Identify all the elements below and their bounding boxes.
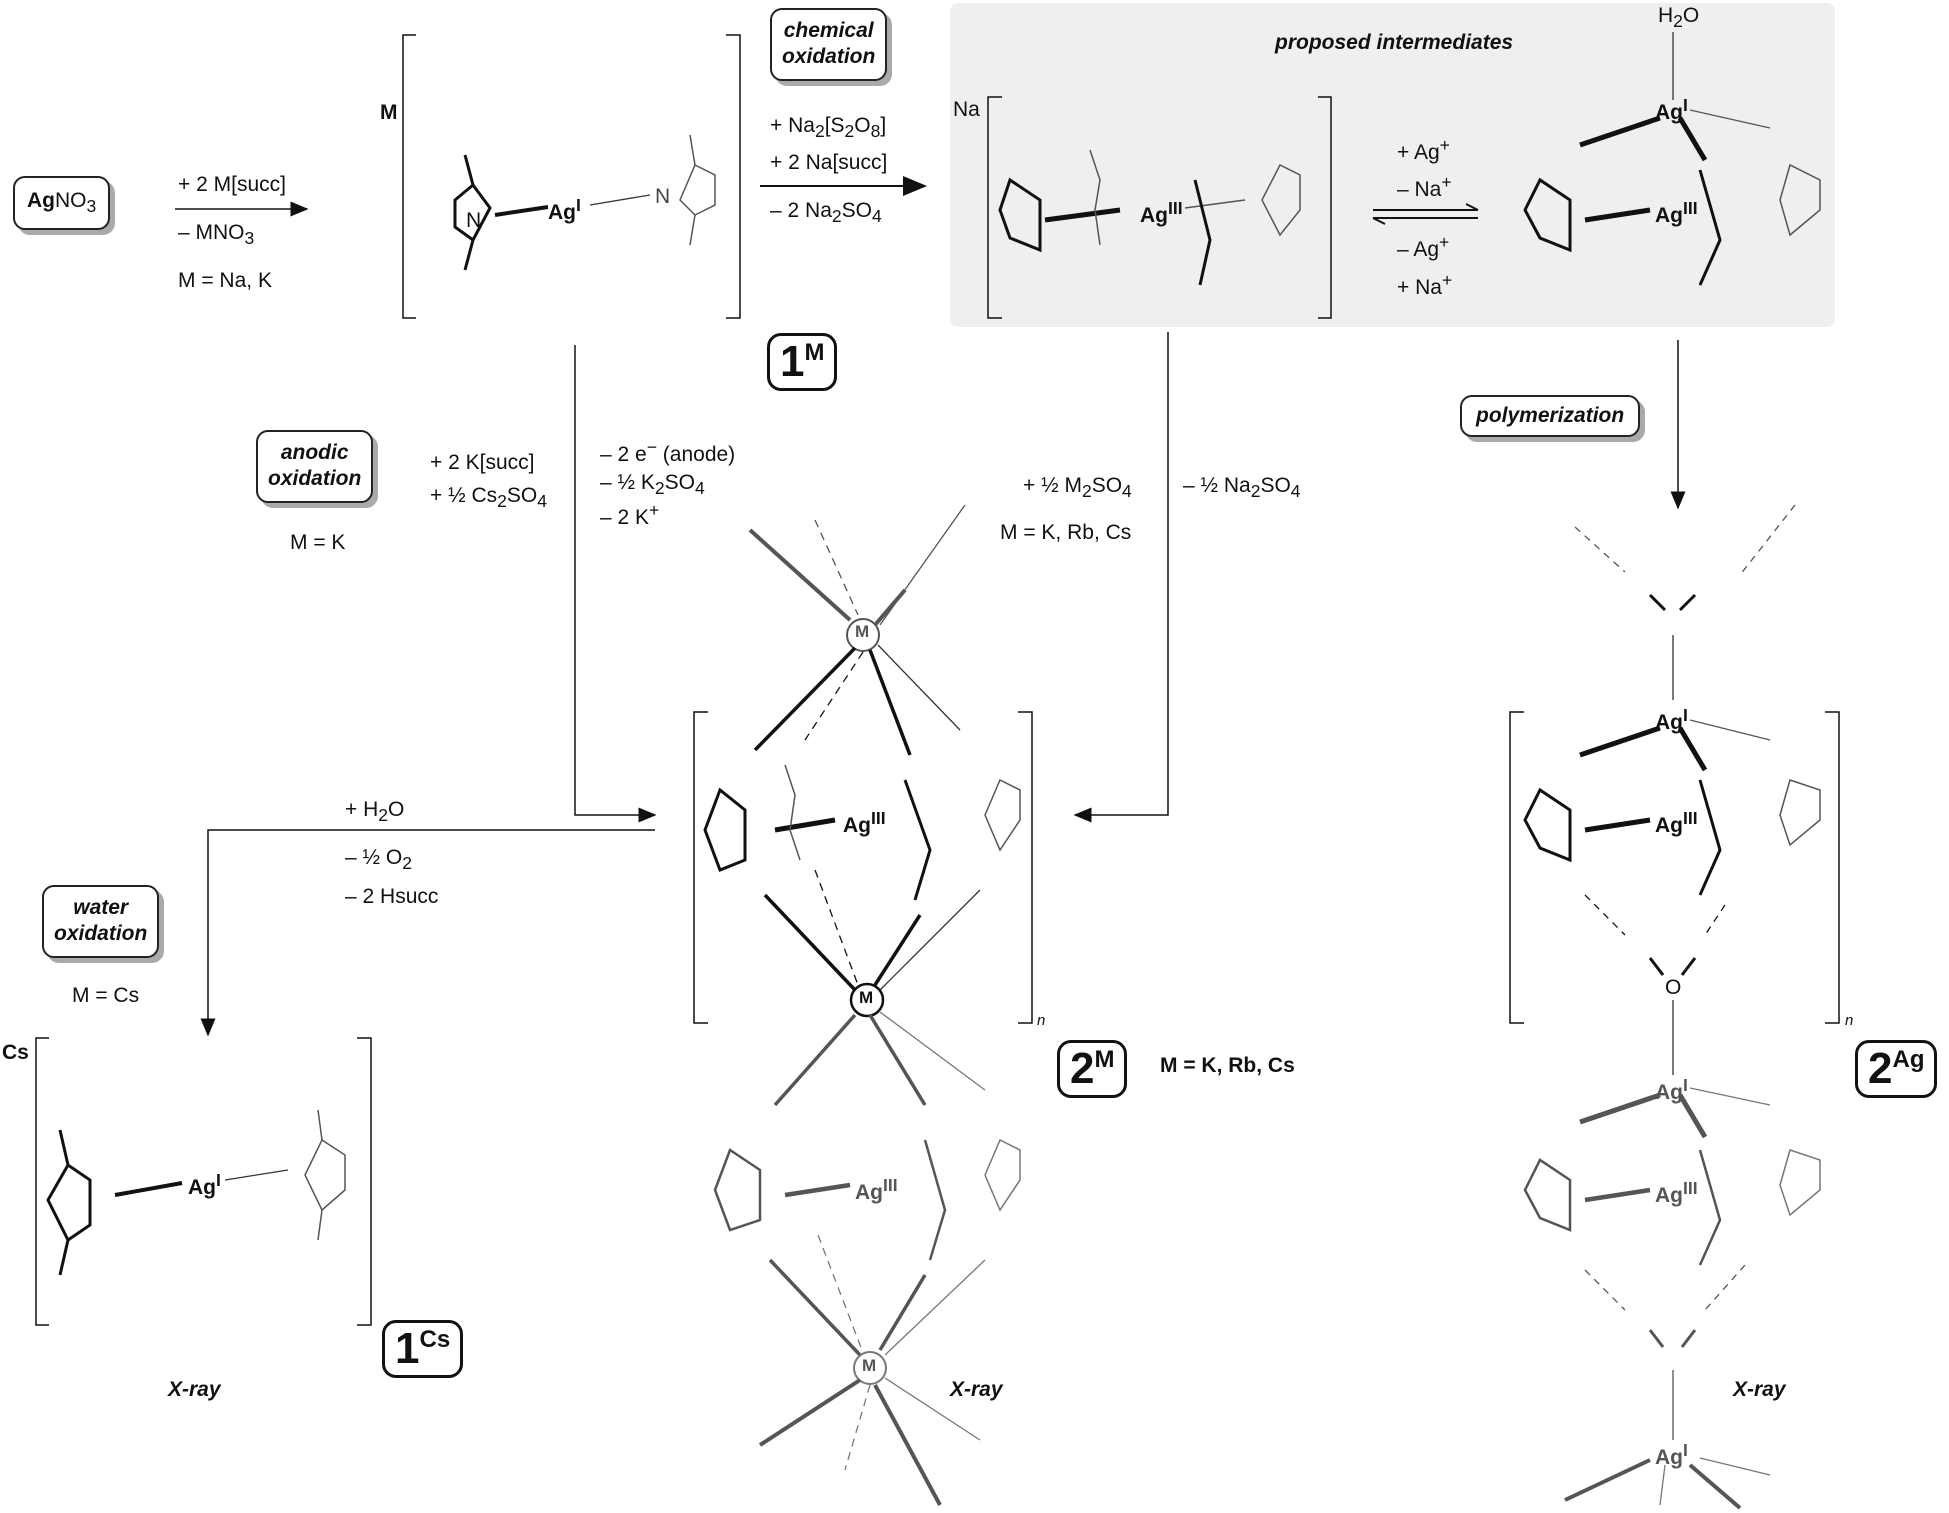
atom-agIII-2M: AgIII (843, 808, 886, 837)
compound-label-2M: 2M (1057, 1040, 1128, 1099)
structure-1M (402, 34, 741, 319)
structure-1Cs (35, 1037, 372, 1326)
metathesis-reagent: + ½ M2SO4 (1023, 474, 1132, 502)
arrow-anodic-oxidation (574, 345, 657, 823)
atom-m-bottom: M (862, 1356, 877, 1375)
atom-m-middle: M (859, 988, 874, 1007)
atom-n-1M-left: N (466, 209, 482, 232)
atom-n-1M-right: N (655, 185, 671, 208)
atom-agI-1Cs: AgI (188, 1170, 221, 1199)
xray-label-2M: X-ray (950, 1378, 1003, 1401)
atom-o-water-2Ag: O (1665, 976, 1682, 999)
atom-agI-2Ag: AgI (1655, 705, 1688, 734)
structure-2Ag (1509, 504, 1840, 1510)
chemical-reagent-2: + 2 Na[succ] (770, 151, 888, 174)
atom-agI-intermediate: AgI (1655, 95, 1688, 124)
equilibrium-remove-na: – Na+ (1397, 172, 1452, 201)
step1-byproduct: – MNO3 (178, 221, 255, 249)
structure-2M (693, 504, 1033, 1506)
step1-condition: M = Na, K (178, 269, 272, 292)
atom-agIII-2Ag: AgIII (1655, 808, 1698, 837)
equilibrium-add-na: + Na+ (1397, 270, 1453, 299)
counterion-intermediate: Na (953, 98, 980, 121)
atom-agI-2Ag-lower: AgI (1655, 1075, 1688, 1104)
water-reagent: + H2O (345, 798, 405, 826)
proposed-intermediates-panel (950, 3, 1835, 327)
water-condition: M = Cs (72, 984, 140, 1007)
chemical-reagent-1: + Na2[S2O8] (770, 114, 887, 142)
anodic-loss-2: – ½ K2SO4 (600, 471, 705, 499)
proposed-intermediates-title: proposed intermediates (1275, 31, 1514, 54)
compound-label-1M: 1M (767, 333, 838, 392)
atom-agIII-intermediate-2: AgIII (1655, 198, 1698, 227)
counterion-1M: M (380, 101, 398, 124)
compound-label-1Cs: 1Cs (382, 1320, 464, 1379)
arrow-water-oxidation (200, 829, 655, 1037)
polymer-index-2Ag: n (1845, 1012, 1854, 1029)
step1-reagent: + 2 M[succ] (178, 173, 286, 196)
start-material-box: AgNO3 (13, 176, 111, 231)
structure-intermediate-na (987, 96, 1332, 319)
atom-agI-2Ag-bottom: AgI (1655, 1440, 1688, 1469)
anodic-condition: M = K (290, 531, 346, 554)
compound-2M-note: M = K, Rb, Cs (1160, 1054, 1295, 1077)
xray-label-1Cs: X-ray (168, 1378, 221, 1401)
water-ligand-top: H2O (1658, 4, 1700, 32)
water-loss-2: – 2 Hsucc (345, 885, 439, 908)
polymer-index-2M: n (1037, 1012, 1046, 1029)
atom-agIII-2Ag-lower: AgIII (1655, 1178, 1698, 1207)
atom-m-top: M (855, 622, 870, 641)
chemical-byproduct: – 2 Na2SO4 (770, 199, 882, 227)
metathesis-condition: M = K, Rb, Cs (1000, 521, 1132, 544)
atom-agI-1M: AgI (548, 195, 581, 224)
equilibrium-add-ag: + Ag+ (1397, 135, 1450, 164)
compound-label-2Ag: 2Ag (1855, 1040, 1938, 1099)
xray-label-2Ag: X-ray (1733, 1378, 1786, 1401)
atom-agIII-2M-lower: AgIII (855, 1175, 898, 1204)
anodic-reagent-1: + 2 K[succ] (430, 451, 535, 474)
atom-agIII-intermediate: AgIII (1140, 198, 1183, 227)
structure-intermediate-ag (1523, 32, 1821, 286)
water-loss-1: – ½ O2 (345, 846, 412, 874)
anodic-loss-1: – 2 e− (anode) (600, 437, 736, 466)
anodic-reagent-2: + ½ Cs2SO4 (430, 484, 547, 512)
arrow-metathesis (1073, 332, 1169, 823)
counterion-1Cs: Cs (2, 1041, 29, 1064)
anodic-loss-3: – 2 K+ (600, 500, 660, 529)
polymerization-box: polymerization (1460, 395, 1641, 438)
metathesis-byproduct: – ½ Na2SO4 (1183, 474, 1301, 502)
equilibrium-remove-ag: – Ag+ (1397, 232, 1450, 261)
